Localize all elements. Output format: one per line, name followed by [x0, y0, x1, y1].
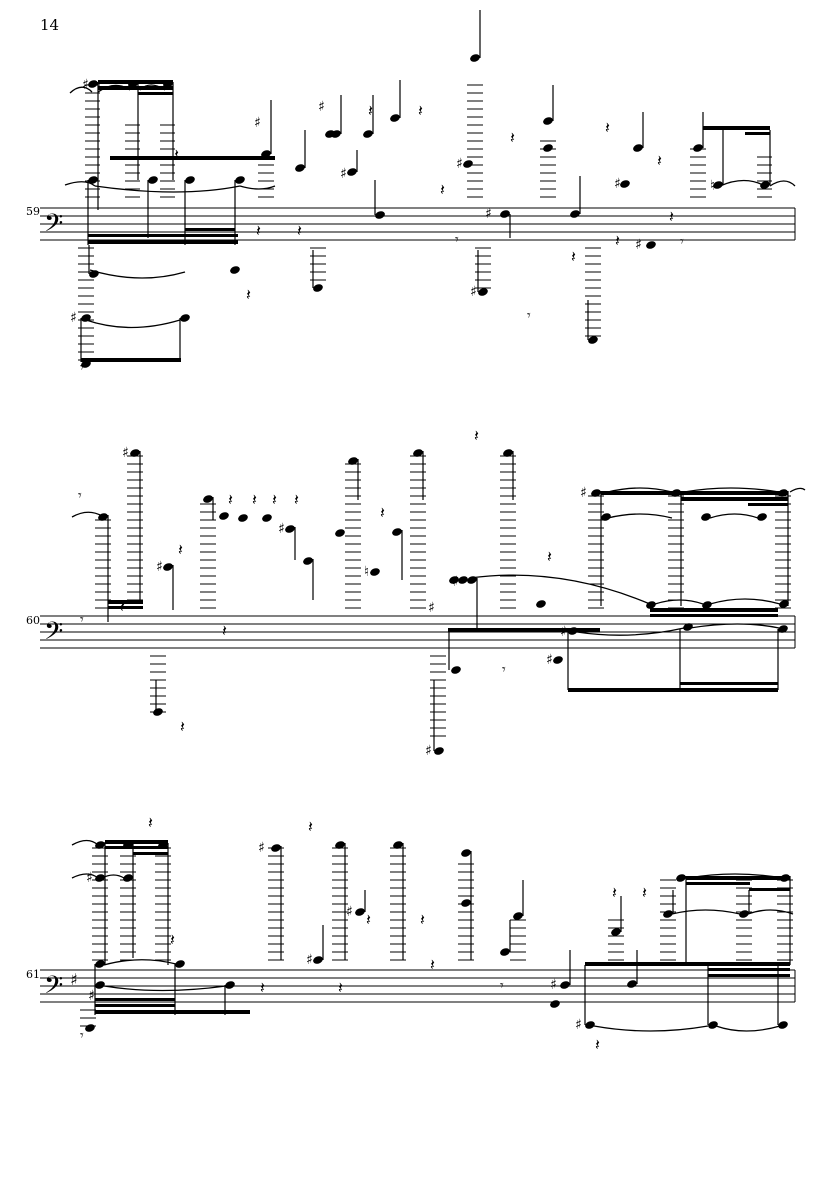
eighth-rest-icon: 𝄾: [680, 234, 684, 250]
quarter-rest-icon: 𝄽: [368, 101, 373, 120]
quarter-rest-icon: 𝄽: [440, 180, 445, 199]
quarter-rest-icon: 𝄽: [571, 247, 576, 266]
sharp-icon: ♯: [470, 284, 477, 300]
sharp-icon: ♯: [82, 77, 89, 93]
bass-clef-icon: 𝄢: [44, 971, 63, 1006]
sharp-icon: ♯: [70, 310, 77, 326]
natural-icon: ♮: [710, 178, 715, 194]
quarter-rest-icon: 𝄽: [297, 221, 302, 240]
sharp-icon: ♯: [428, 600, 435, 616]
quarter-rest-icon: 𝄽: [338, 978, 343, 997]
key-signature-sharp-icon: ♯: [70, 970, 78, 989]
quarter-rest-icon: 𝄽: [669, 207, 674, 226]
quarter-rest-icon: 𝄽: [252, 490, 257, 509]
staff-system-1: 𝄢: [40, 207, 796, 244]
sharp-icon: ♯: [122, 445, 129, 461]
quarter-rest-icon: 𝄽: [605, 118, 610, 137]
quarter-rest-icon: 𝄽: [642, 883, 647, 902]
quarter-rest-icon: 𝄽: [222, 621, 227, 640]
sharp-icon: ♯: [580, 485, 587, 501]
sharp-icon: ♯: [156, 559, 163, 575]
sharp-icon: ♯: [340, 166, 347, 182]
sharp-icon: ♯: [278, 521, 285, 537]
staff-system-2: 𝄢: [40, 615, 796, 652]
quarter-rest-icon: 𝄽: [260, 978, 265, 997]
sharp-icon: ♯: [550, 977, 557, 993]
sharp-icon: ♯: [306, 952, 313, 968]
eighth-rest-icon: 𝄾: [500, 978, 504, 994]
staff-system-3: 𝄢 ♯: [40, 969, 796, 1006]
quarter-rest-icon: 𝄽: [256, 221, 261, 240]
sharp-icon: ♯: [258, 840, 265, 856]
eighth-rest-icon: 𝄾: [78, 488, 82, 504]
quarter-rest-icon: 𝄽: [120, 597, 125, 616]
quarter-rest-icon: 𝄽: [180, 717, 185, 736]
sharp-icon: ♯: [318, 99, 325, 115]
quarter-rest-icon: 𝄽: [294, 490, 299, 509]
quarter-rest-icon: 𝄽: [366, 910, 371, 929]
sharp-icon: ♯: [635, 237, 642, 253]
quarter-rest-icon: 𝄽: [272, 490, 277, 509]
notation-system-1: ♯ ♯ ♯ ♯ ♯ ♯ ♯ ♮ ♯ ♯ ♯ 𝄽 𝄽 𝄽 𝄽 𝄽 𝄽 𝄽 𝄽 𝄽 …: [64, 10, 796, 376]
quarter-rest-icon: 𝄽: [474, 426, 479, 445]
quarter-rest-icon: 𝄽: [178, 540, 183, 559]
quarter-rest-icon: 𝄽: [308, 817, 313, 836]
sharp-icon: ♯: [86, 870, 93, 886]
notation-system-3: ♯ ♯ ♯ ♯ ♯ ♯ ♯ 𝄽 𝄽 𝄽 𝄽 𝄽 𝄽 𝄽 𝄽 𝄽 𝄽 𝄽 𝄾 𝄾: [71, 813, 794, 1054]
sharp-icon: ♯: [560, 624, 567, 640]
sharp-icon: ♯: [546, 652, 553, 668]
measure-number-61: 61: [26, 968, 40, 981]
sharp-icon: ♯: [485, 206, 492, 222]
quarter-rest-icon: 𝄽: [380, 503, 385, 522]
eighth-rest-icon: 𝄾: [455, 232, 459, 248]
quarter-rest-icon: 𝄽: [612, 883, 617, 902]
page-number: 14: [40, 16, 60, 34]
sharp-icon: ♯: [614, 176, 621, 192]
sharp-icon: ♯: [254, 115, 261, 131]
quarter-rest-icon: 𝄽: [228, 490, 233, 509]
quarter-rest-icon: 𝄽: [246, 285, 251, 304]
sharp-icon: ♯: [346, 904, 353, 920]
quarter-rest-icon: 𝄽: [510, 128, 515, 147]
eighth-rest-icon: 𝄾: [527, 308, 531, 324]
quarter-rest-icon: 𝄽: [174, 145, 179, 164]
quarter-rest-icon: 𝄽: [657, 151, 662, 170]
sharp-icon: ♯: [425, 743, 432, 759]
sharp-icon: ♯: [456, 156, 463, 172]
eighth-rest-icon: 𝄾: [80, 360, 84, 376]
bass-clef-icon: 𝄢: [44, 617, 63, 652]
measure-number-59: 59: [26, 205, 40, 218]
natural-icon: ♮: [364, 564, 369, 580]
notation-system-2: ♯ ♯ ♯ ♮ ♯ ♯ ♯ ♯ ♯ ♯ 𝄽 𝄽 𝄽 𝄽 𝄽 𝄽 𝄽 𝄽 𝄽 𝄽 …: [71, 426, 806, 759]
quarter-rest-icon: 𝄽: [615, 231, 620, 250]
sharp-icon: ♯: [452, 574, 459, 590]
quarter-rest-icon: 𝄽: [148, 813, 153, 832]
quarter-rest-icon: 𝄽: [595, 1035, 600, 1054]
bass-clef-icon: 𝄢: [44, 209, 63, 244]
eighth-rest-icon: 𝄾: [80, 612, 84, 628]
quarter-rest-icon: 𝄽: [430, 955, 435, 974]
quarter-rest-icon: 𝄽: [547, 547, 552, 566]
sharp-icon: ♯: [88, 988, 95, 1004]
sharp-icon: ♯: [575, 1017, 582, 1033]
eighth-rest-icon: 𝄾: [80, 1028, 84, 1044]
measure-number-60: 60: [26, 614, 40, 627]
eighth-rest-icon: 𝄾: [502, 662, 506, 678]
quarter-rest-icon: 𝄽: [420, 910, 425, 929]
quarter-rest-icon: 𝄽: [418, 101, 423, 120]
quarter-rest-icon: 𝄽: [170, 930, 175, 949]
